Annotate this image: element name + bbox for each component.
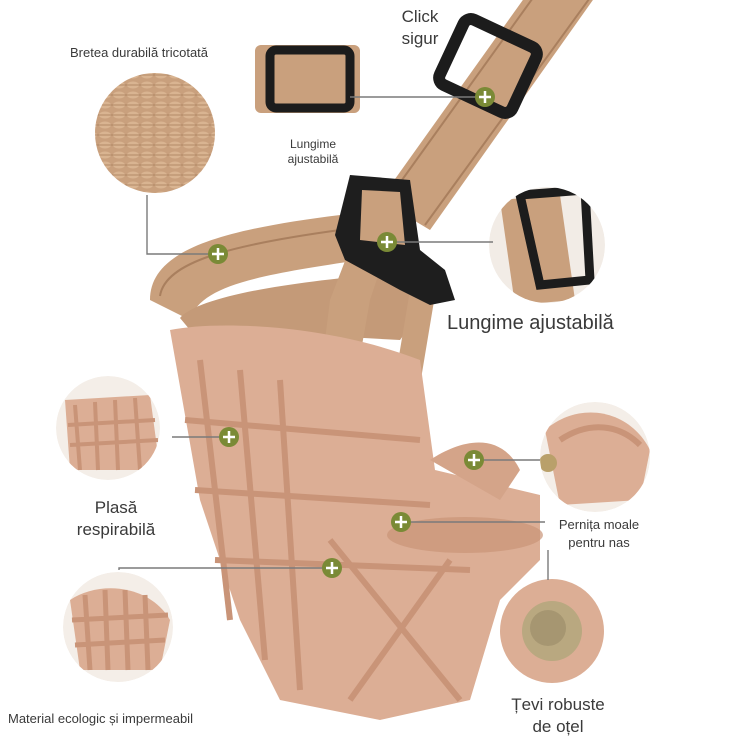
marker-nose — [464, 450, 484, 470]
label-steel-line2: de oțel — [532, 717, 584, 736]
label-mesh-line1: Plasă — [94, 498, 138, 517]
label-breathable-mesh: Plasă respirabilă — [60, 497, 172, 541]
muzzle-basket — [170, 325, 543, 720]
marker-nose-pad — [391, 512, 411, 532]
inset-material — [63, 572, 173, 682]
label-steel-line1: Țevi robuste — [511, 695, 605, 714]
inset-buckle-top — [255, 45, 360, 113]
inset-buckle-side — [489, 187, 605, 303]
buckle-top — [433, 13, 543, 119]
label-nose-line1: Pernița moale — [558, 517, 640, 532]
label-adjust-small-line2: ajustabilă — [287, 152, 339, 166]
label-adjustable-length: Lungime ajustabilă — [447, 312, 614, 334]
label-durable-strap: Bretea durabilă tricotată — [70, 45, 209, 60]
label-click-secure: Click sigur — [388, 6, 452, 50]
label-click-line1: Click — [401, 7, 439, 26]
marker-material — [322, 558, 342, 578]
inset-strap — [95, 73, 215, 193]
inset-nose-pad — [540, 402, 650, 512]
marker-mesh — [219, 427, 239, 447]
label-eco-material: Material ecologic și impermeabil — [8, 711, 193, 726]
inset-steel — [500, 579, 604, 683]
label-nose-pad: Pernița moale pentru nas — [540, 516, 658, 552]
label-adjustable-small: Lungime ajustabilă — [270, 137, 356, 167]
label-mesh-line2: respirabilă — [76, 520, 156, 539]
label-nose-line2: pentru nas — [568, 535, 630, 550]
label-adjust-small-line1: Lungime — [289, 137, 337, 151]
inset-mesh — [56, 376, 160, 480]
label-steel-pipes: Țevi robuste de oțel — [496, 694, 620, 738]
leader-lines — [118, 96, 549, 580]
marker-adjust — [377, 232, 397, 252]
marker-click — [475, 87, 495, 107]
marker-strap — [208, 244, 228, 264]
markers — [208, 87, 495, 578]
label-click-line2: sigur — [401, 29, 439, 48]
